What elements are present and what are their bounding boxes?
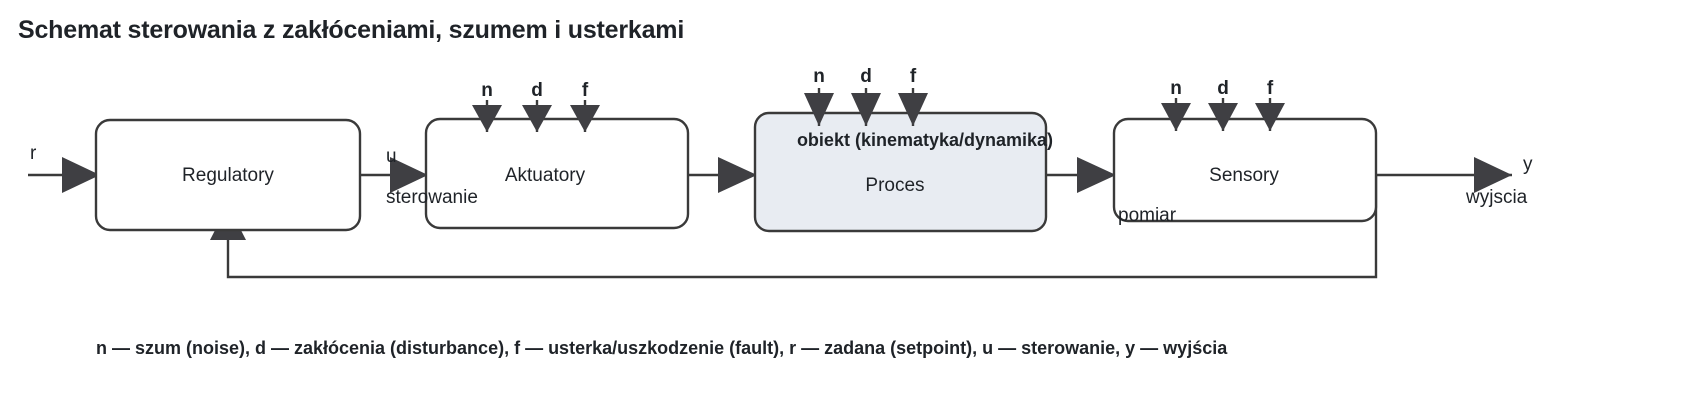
signal-caption-control: sterowanie (386, 187, 478, 208)
signal-label-control: u (386, 146, 397, 167)
signal-caption-measurement: pomiar (1118, 205, 1177, 226)
wire-control (360, 157, 428, 193)
block-process-label: Proces (865, 175, 924, 196)
disturbance-label-disturbance-process: d (860, 66, 872, 87)
disturbance-arrow-disturbance-sensors: d (1208, 78, 1238, 131)
block-controller[interactable]: Regulatory (94, 118, 362, 232)
disturbance-group-sensors: n d f (1161, 78, 1285, 131)
disturbance-label-noise-process: n (813, 66, 825, 87)
block-actuators-label: Aktuatory (505, 165, 586, 186)
legend-text: n — szum (noise), d — zakłócenia (distur… (96, 338, 1228, 358)
disturbance-arrow-fault-sensors: f (1255, 78, 1285, 131)
disturbance-arrow-disturbance-process: d (851, 66, 881, 126)
block-actuators[interactable]: Aktuatory (424, 117, 690, 230)
disturbance-arrow-fault-actuators: f (570, 80, 600, 132)
disturbance-label-noise-actuators: n (481, 80, 493, 101)
disturbance-label-fault-process: f (910, 66, 917, 87)
block-controller-label: Regulatory (182, 165, 274, 186)
block-sensors[interactable]: Sensory (1112, 117, 1378, 223)
signal-label-output: y (1523, 154, 1533, 175)
disturbance-arrow-disturbance-actuators: d (522, 80, 552, 132)
disturbance-label-disturbance-sensors: d (1217, 78, 1229, 99)
block-process-sublabel: obiekt (kinematyka/dynamika) (797, 130, 1053, 150)
block-sensors-label: Sensory (1209, 165, 1279, 186)
signal-label-setpoint: r (30, 143, 37, 164)
disturbance-group-process: n d f (804, 66, 928, 126)
disturbance-label-fault-sensors: f (1267, 78, 1274, 99)
wire-actuator-to-process (688, 157, 757, 193)
wire-setpoint (28, 157, 100, 193)
disturbance-group-actuators: n d f (472, 80, 600, 132)
page-title: Schemat sterowania z zakłóceniami, szume… (18, 16, 685, 44)
signal-caption-output: wyjscia (1465, 187, 1528, 208)
disturbance-arrow-noise-process: n (804, 66, 834, 126)
disturbance-arrow-fault-process: f (898, 66, 928, 126)
disturbance-label-noise-sensors: n (1170, 78, 1182, 99)
wire-process-to-sensors (1046, 157, 1116, 193)
disturbance-label-fault-actuators: f (582, 80, 589, 101)
disturbance-arrow-noise-actuators: n (472, 80, 502, 132)
block-process[interactable]: obiekt (kinematyka/dynamika) Proces (753, 111, 1053, 233)
wire-output (1376, 157, 1512, 193)
disturbance-arrow-noise-sensors: n (1161, 78, 1191, 131)
disturbance-label-disturbance-actuators: d (531, 80, 543, 101)
